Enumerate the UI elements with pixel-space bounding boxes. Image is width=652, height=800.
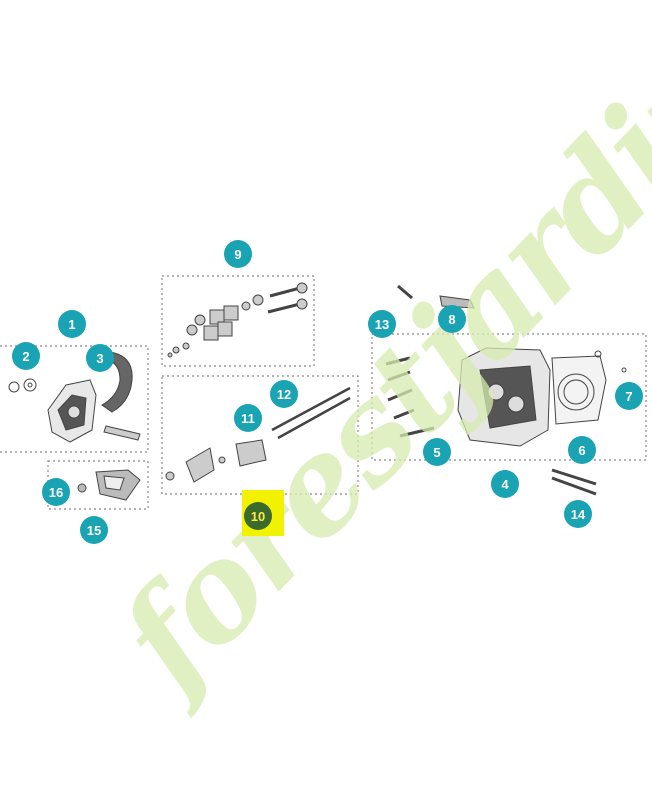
group-box-1 xyxy=(0,345,149,453)
rocker-parts xyxy=(165,386,351,483)
group-box-4 xyxy=(371,333,647,461)
callout-11[interactable]: 11 xyxy=(234,404,262,432)
callout-10[interactable]: 10 xyxy=(244,502,272,530)
callout-13[interactable]: 13 xyxy=(368,310,396,338)
callout-3[interactable]: 3 xyxy=(86,344,114,372)
plug-parts xyxy=(397,284,475,309)
valve-cover-parts xyxy=(8,351,141,443)
cylinder-head-parts xyxy=(385,347,627,496)
callout-5[interactable]: 5 xyxy=(423,438,451,466)
callout-12[interactable]: 12 xyxy=(270,380,298,408)
valve-spring-parts xyxy=(167,282,308,358)
callout-8[interactable]: 8 xyxy=(438,305,466,333)
callout-4[interactable]: 4 xyxy=(491,470,519,498)
callout-14[interactable]: 14 xyxy=(564,500,592,528)
callout-9[interactable]: 9 xyxy=(224,240,252,268)
callout-7[interactable]: 7 xyxy=(615,382,643,410)
callout-16[interactable]: 16 xyxy=(42,478,70,506)
callout-15[interactable]: 15 xyxy=(80,516,108,544)
callout-1[interactable]: 1 xyxy=(58,310,86,338)
bracket-parts xyxy=(77,469,141,501)
group-box-9 xyxy=(161,275,315,367)
callout-6[interactable]: 6 xyxy=(568,436,596,464)
callout-2[interactable]: 2 xyxy=(12,342,40,370)
